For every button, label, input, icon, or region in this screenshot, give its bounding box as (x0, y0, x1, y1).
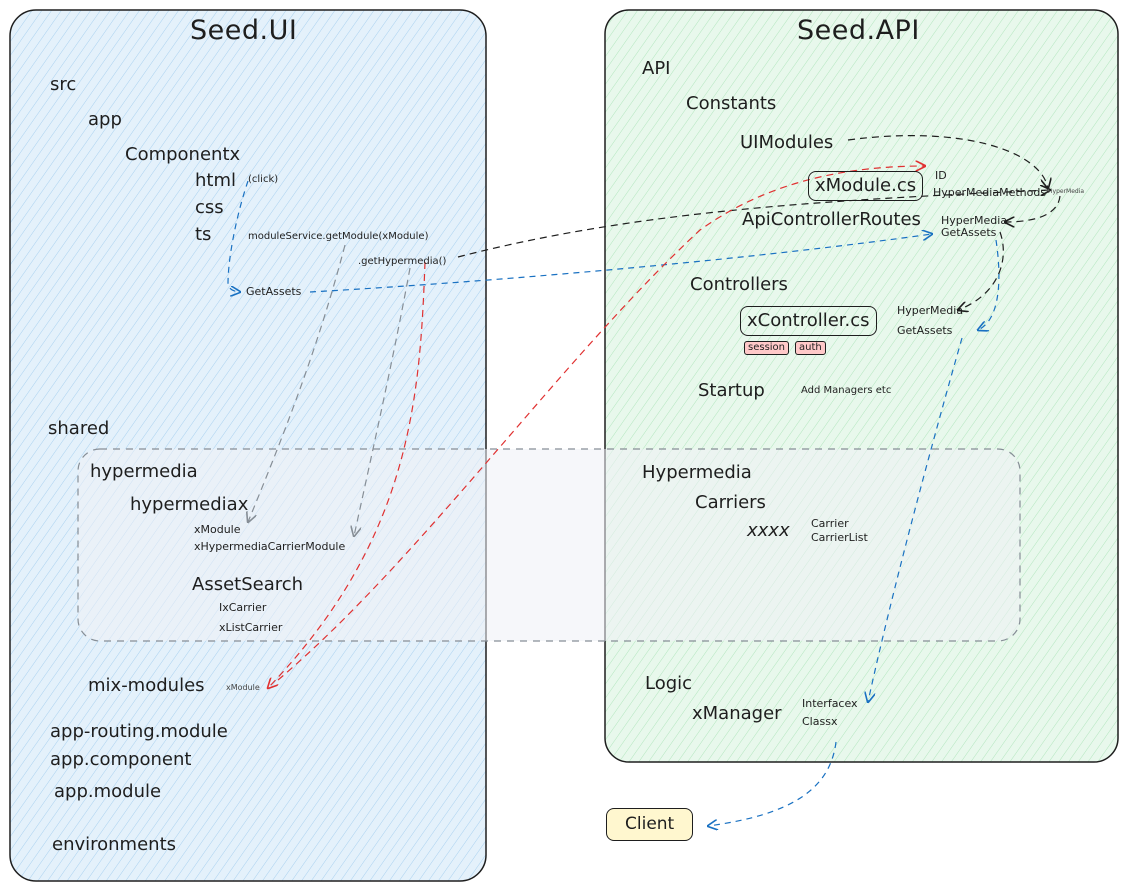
file-startup: Startup (698, 380, 765, 401)
controller-get-assets: GetAssets (897, 324, 953, 337)
folder-api: API (642, 58, 671, 79)
folder-src: src (50, 74, 77, 95)
folder-constants: Constants (686, 93, 777, 114)
routes-hypermedia: HyperMedia (941, 214, 1008, 227)
carrier-class: Carrier (811, 517, 849, 530)
x-module-id: ID (935, 169, 947, 182)
file-app-component: app.component (50, 749, 192, 770)
ui-panel-title: Seed.UI (190, 15, 298, 46)
arrow-uimodules-to-hypermediamethods (847, 135, 1048, 188)
folder-app: app (88, 109, 122, 130)
folder-ui-modules: UIModules (740, 132, 834, 153)
folder-mix-modules: mix-modules (88, 675, 205, 696)
file-css: css (195, 197, 224, 218)
folder-asset-search: AssetSearch (192, 574, 304, 595)
folder-environments: environments (52, 834, 177, 855)
arrow-gethypermedia-to-hypermediamethods (457, 190, 1050, 258)
carrier-xxxx: xxxx (747, 520, 790, 541)
api-panel-title: Seed.API (797, 15, 920, 46)
controller-hypermedia: HyperMedia (897, 304, 964, 317)
routes-get-assets: GetAssets (941, 226, 997, 239)
manager-interfacex: Interfacex (802, 697, 858, 710)
component-x: Componentx (125, 144, 241, 165)
x-list-carrier-file: xListCarrier (219, 621, 283, 634)
api-controller-routes: ApiControllerRoutes (742, 209, 921, 230)
get-module-call: moduleService.getModule(xModule) (248, 231, 429, 242)
click-note: (click) (248, 174, 279, 185)
folder-controllers: Controllers (690, 274, 788, 295)
carrier-list-class: CarrierList (811, 531, 868, 544)
folder-shared: shared (48, 418, 110, 439)
x-controller-cs-box: xController.cs (740, 306, 877, 336)
arrow-routes-to-controller-getassets (978, 239, 1000, 330)
manager-classx: Classx (802, 715, 838, 728)
x-manager: xManager (692, 703, 782, 724)
folder-carriers: Carriers (695, 492, 766, 513)
mix-modules-note: xModule (226, 683, 260, 692)
api-folder-hypermedia: Hypermedia (642, 462, 752, 483)
file-ts: ts (195, 224, 212, 245)
folder-logic: Logic (645, 673, 693, 694)
x-module-file: xModule (194, 523, 241, 536)
ix-carrier-file: IxCarrier (219, 601, 267, 614)
arrow-mixmodules-to-xmodulecs (277, 166, 925, 681)
arrow-gethypermedia-to-mixmodules (268, 261, 426, 688)
session-tag: session (744, 341, 790, 355)
arrow-getmodule-to-hypermediax (248, 244, 346, 522)
x-module-cs-box: xModule.cs (808, 171, 924, 201)
x-hypermedia-carrier-module-file: xHypermediaCarrierModule (194, 540, 346, 553)
hypermedia-methods: HyperMediaMethods (933, 186, 1047, 199)
arrow-manager-to-client (708, 741, 837, 826)
arrow-routes-to-controller-hypermedia (958, 231, 1004, 310)
file-html: html (195, 170, 237, 191)
ui-panel (9, 9, 487, 882)
folder-hypermediax: hypermediax (130, 494, 249, 515)
arrow-getassets-to-routes (309, 234, 932, 293)
client-box: Client (606, 808, 694, 841)
folder-hypermedia: hypermedia (90, 461, 198, 482)
arrow-controller-to-manager (868, 337, 963, 702)
arrow-click-to-getassets (227, 180, 249, 292)
hypermedia-tiny-label: HyperMedia (1048, 188, 1085, 195)
file-app-module: app.module (54, 781, 162, 802)
shared-hypermedia-region (77, 448, 1021, 642)
startup-note: Add Managers etc (801, 385, 892, 396)
arrow-hypermediamethods-to-routes (1005, 195, 1061, 222)
file-app-routing-module: app-routing.module (50, 721, 228, 742)
get-hypermedia-call: .getHypermedia() (358, 256, 447, 267)
auth-tag: auth (795, 341, 826, 355)
get-assets-call: GetAssets (246, 285, 302, 298)
